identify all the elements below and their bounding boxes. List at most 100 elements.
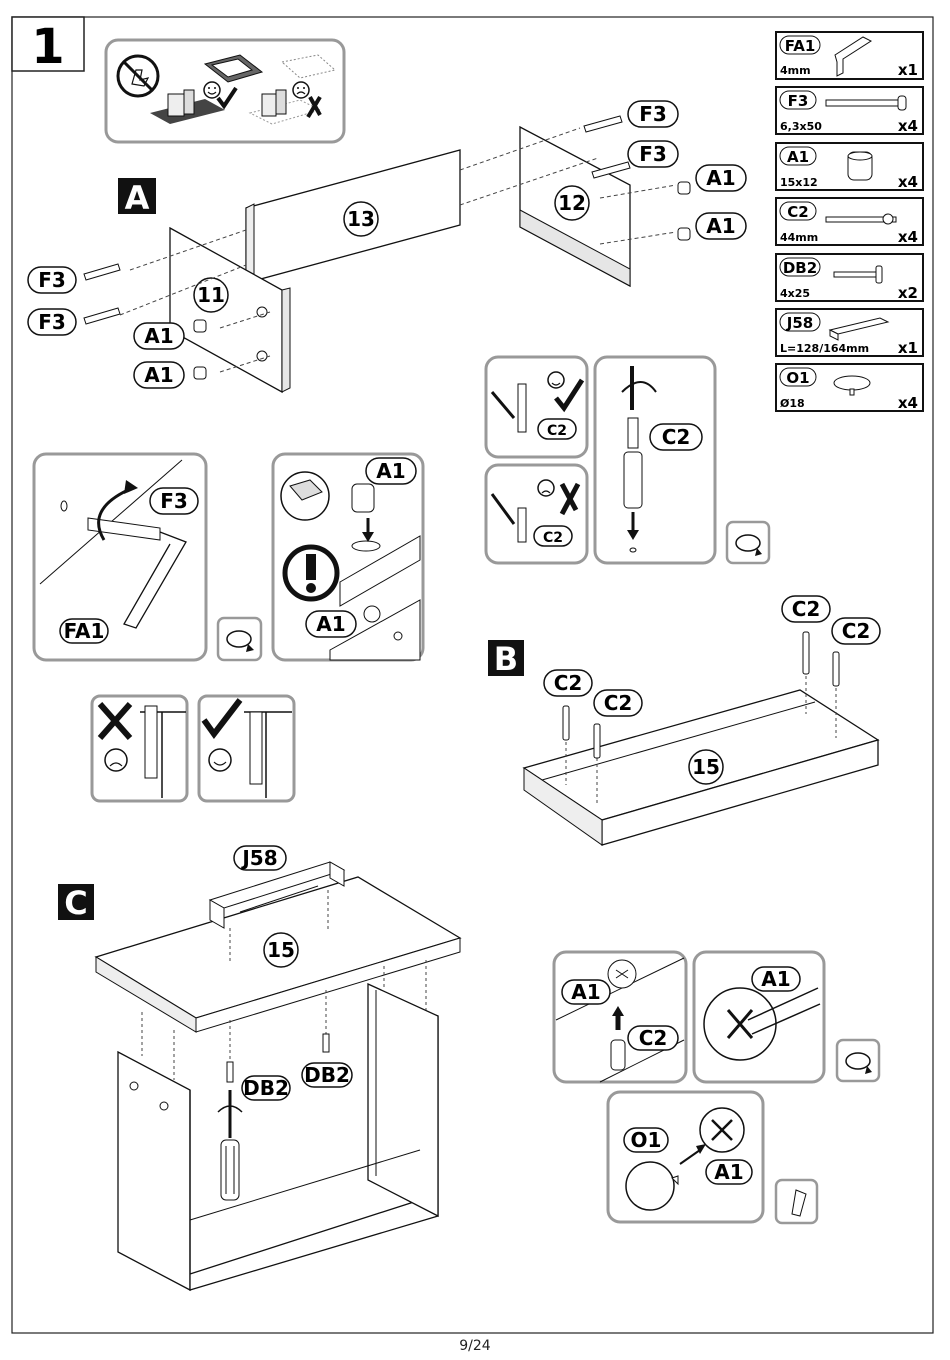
svg-text:x4: x4 <box>898 394 918 412</box>
svg-text:J58: J58 <box>786 314 813 332</box>
svg-text:6,3x50: 6,3x50 <box>780 120 822 133</box>
svg-text:A1: A1 <box>571 980 600 1004</box>
callout-f3-left-top: F3 <box>28 267 76 293</box>
svg-text:A1: A1 <box>706 166 735 190</box>
svg-text:C2: C2 <box>547 423 567 439</box>
callout-c2-detail: C2 <box>650 424 702 450</box>
svg-text:C2: C2 <box>639 1026 668 1050</box>
smile-icon <box>548 372 564 388</box>
frown-icon <box>105 749 127 771</box>
svg-text:A1: A1 <box>714 1160 743 1184</box>
svg-text:C2: C2 <box>787 203 808 221</box>
svg-text:F3: F3 <box>788 92 809 110</box>
callout-a1-right-bottom: A1 <box>696 213 746 239</box>
detail-o1-cap: O1 A1 <box>608 1092 763 1222</box>
frown-icon <box>538 480 554 496</box>
callout-a1-detail-top: A1 <box>366 458 416 484</box>
hardware-item-fa1: FA1 4mm x1 <box>776 32 923 79</box>
svg-text:A1: A1 <box>787 148 809 166</box>
callout-f3-right-bottom: F3 <box>628 141 678 167</box>
detail-a1-turn: A1 <box>694 952 824 1082</box>
detail-c2-a1-lock: A1 C2 <box>554 952 686 1082</box>
step-number-box: 1 <box>12 17 84 75</box>
svg-text:C2: C2 <box>792 597 821 621</box>
callout-fa1-detail: FA1 <box>60 619 108 643</box>
svg-text:C2: C2 <box>604 691 633 715</box>
svg-text:x4: x4 <box>898 173 918 191</box>
section-c-label: C <box>58 884 94 922</box>
callout-c2-lock: C2 <box>628 1026 678 1050</box>
callout-c2-b2: C2 <box>594 690 642 716</box>
svg-text:FA1: FA1 <box>64 619 105 643</box>
part-13-number: 13 <box>347 207 375 231</box>
svg-text:C2: C2 <box>842 619 871 643</box>
svg-text:J58: J58 <box>240 846 277 870</box>
press-icon <box>776 1180 817 1223</box>
svg-text:A1: A1 <box>144 363 173 387</box>
rotate-icon <box>218 618 261 660</box>
callout-a1-turn: A1 <box>752 967 800 991</box>
page-number: 9/24 <box>0 1338 950 1354</box>
svg-text:A: A <box>125 179 150 217</box>
part-15-number-b: 15 <box>692 755 720 779</box>
svg-text:Ø18: Ø18 <box>780 397 805 410</box>
svg-text:DB2: DB2 <box>243 1076 289 1100</box>
svg-text:x4: x4 <box>898 117 918 135</box>
callout-c2-b3: C2 <box>782 596 830 622</box>
frown-icon <box>293 82 309 98</box>
svg-text:x2: x2 <box>898 284 918 302</box>
screwdriver-icon <box>218 1090 242 1200</box>
hardware-item-c2: C2 44mm x4 <box>776 198 923 246</box>
callout-f3-detail: F3 <box>150 488 198 514</box>
svg-text:4x25: 4x25 <box>780 287 810 300</box>
part-11-number: 11 <box>197 283 225 307</box>
callout-a1-right-top: A1 <box>696 165 746 191</box>
callout-f3-left-bottom: F3 <box>28 309 76 335</box>
part-15-number-c: 15 <box>267 938 295 962</box>
section-c-assembly: 15 J58 <box>96 846 460 1290</box>
svg-text:A1: A1 <box>761 967 790 991</box>
svg-text:A1: A1 <box>144 324 173 348</box>
svg-text:A1: A1 <box>706 214 735 238</box>
callout-a1-cap: A1 <box>706 1160 752 1184</box>
warning-icon <box>285 547 337 599</box>
section-a-assembly: 13 12 11 <box>28 101 746 392</box>
section-b-assembly: 15 C2 C2 C2 C2 <box>524 596 880 845</box>
svg-text:DB2: DB2 <box>304 1063 350 1087</box>
hardware-item-db2: DB2 4x25 x2 <box>776 254 923 302</box>
section-a-label: A <box>118 178 156 217</box>
svg-text:F3: F3 <box>639 102 667 126</box>
callout-c2-b1: C2 <box>544 670 592 696</box>
svg-text:O1: O1 <box>631 1128 662 1152</box>
svg-text:C2: C2 <box>554 671 583 695</box>
svg-text:44mm: 44mm <box>780 231 818 244</box>
svg-text:A1: A1 <box>376 459 405 483</box>
callout-a1-left-top: A1 <box>134 323 184 349</box>
callout-db2-left: DB2 <box>242 1076 290 1100</box>
callout-a1-lock: A1 <box>562 980 610 1004</box>
svg-text:F3: F3 <box>38 268 66 292</box>
svg-text:4mm: 4mm <box>780 64 811 77</box>
section-b-label: B <box>488 640 524 678</box>
svg-text:L=128/164mm: L=128/164mm <box>780 342 869 355</box>
hardware-item-o1: O1 Ø18 x4 <box>776 364 923 412</box>
callout-a1-detail-bottom: A1 <box>306 611 356 637</box>
svg-text:O1: O1 <box>786 369 809 387</box>
detail-fa1-f3: F3 FA1 <box>34 454 206 660</box>
callout-o1: O1 <box>624 1128 668 1152</box>
smile-icon <box>209 749 231 771</box>
svg-text:F3: F3 <box>639 142 667 166</box>
detail-c2-correct: C2 <box>486 357 587 457</box>
callout-db2-right: DB2 <box>302 1063 352 1087</box>
svg-text:x1: x1 <box>898 339 918 357</box>
detail-a1-install: A1 A1 <box>273 454 423 660</box>
screw-flush-incorrect <box>92 696 187 801</box>
callout-f3-right-top: F3 <box>628 101 678 127</box>
step-number: 1 <box>31 19 64 75</box>
svg-text:x1: x1 <box>898 61 918 79</box>
svg-text:C: C <box>64 884 87 922</box>
hardware-list: FA1 4mm x1 F3 6,3x50 x4 A1 15x12 x4 C2 <box>776 32 923 412</box>
floor-protection-panel <box>106 40 344 142</box>
callout-a1-left-bottom: A1 <box>134 362 184 388</box>
